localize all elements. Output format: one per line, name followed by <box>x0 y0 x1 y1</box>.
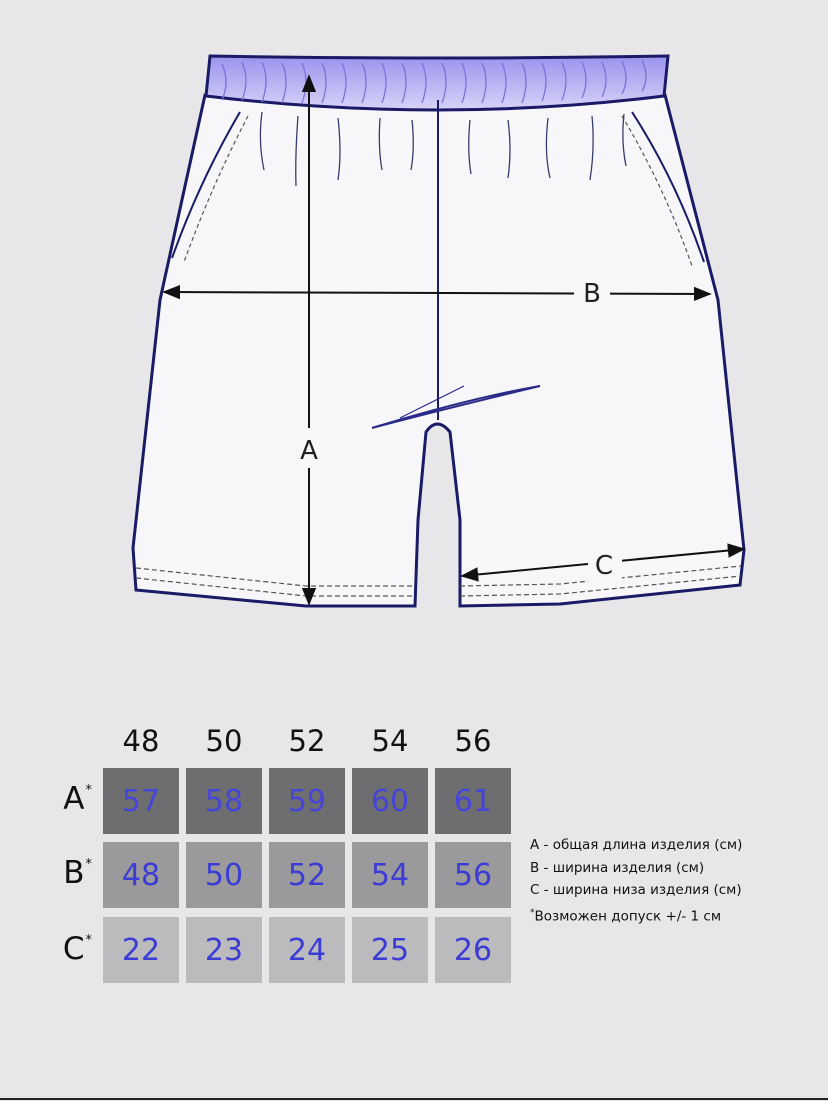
shorts-diagram: A B C <box>131 54 746 608</box>
cell-b-52: 52 <box>269 842 345 908</box>
cell-b-54: 54 <box>352 842 428 908</box>
dimension-b-line <box>162 284 712 302</box>
legend-line-c: С - ширина низа изделия (см) <box>530 882 742 898</box>
cell-b-48: 48 <box>103 842 179 908</box>
row-label-c: C* <box>62 931 92 967</box>
cell-c-56: 26 <box>435 917 511 983</box>
right-hem-stitch <box>459 565 742 587</box>
fold-line <box>399 385 465 419</box>
dimension-b-bg <box>574 276 610 312</box>
dimension-b-label: B <box>583 279 601 309</box>
cell-c-52: 24 <box>269 917 345 983</box>
cell-c-50: 23 <box>186 917 262 983</box>
waistband <box>204 54 670 112</box>
cell-a-56: 61 <box>435 768 511 834</box>
dimension-c-label: C <box>595 551 613 581</box>
cell-a-50: 58 <box>186 768 262 834</box>
row-label-a: A* <box>63 781 92 817</box>
dimension-c-bg <box>588 548 622 582</box>
row-label-b: B* <box>63 855 92 891</box>
right-hem-stitch-2 <box>459 575 742 597</box>
cell-a-54: 60 <box>352 768 428 834</box>
cell-a-48: 57 <box>103 768 179 834</box>
gathers <box>259 111 627 187</box>
cell-c-54: 25 <box>352 917 428 983</box>
right-pocket <box>631 111 705 263</box>
legend-line-b: В - ширина изделия (см) <box>530 859 705 876</box>
dimension-a-bg <box>292 428 326 468</box>
legend: А - общая длина изделия (см) В - ширина … <box>530 834 742 928</box>
size-header-54: 54 <box>371 724 409 758</box>
crotch-fold <box>371 385 541 429</box>
bottom-rule <box>0 1098 828 1100</box>
left-pocket <box>171 111 241 259</box>
left-pocket-stitch <box>183 115 249 263</box>
dimension-a-label: A <box>300 436 318 466</box>
size-header-52: 52 <box>288 724 326 758</box>
size-header-50: 50 <box>205 724 243 758</box>
size-header-48: 48 <box>122 724 160 758</box>
cell-b-50: 50 <box>186 842 262 908</box>
legend-note: *Возможен допуск +/- 1 см <box>530 907 722 925</box>
legend-line-a: А - общая длина изделия (см) <box>530 837 743 853</box>
cell-c-48: 22 <box>103 917 179 983</box>
cell-a-52: 59 <box>269 768 345 834</box>
cell-b-56: 56 <box>435 842 511 908</box>
size-header-56: 56 <box>454 724 492 758</box>
